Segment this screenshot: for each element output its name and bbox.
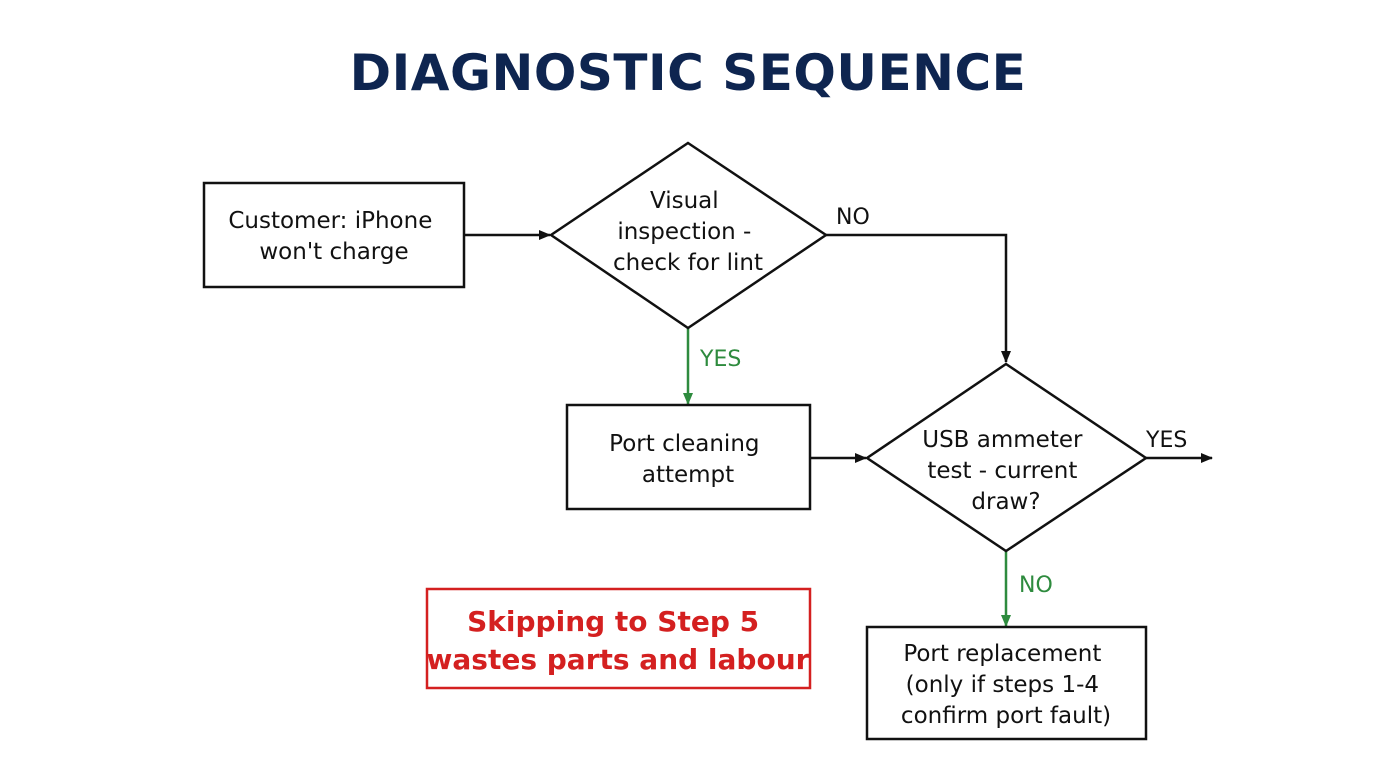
node-visual-line1: Visual bbox=[650, 188, 719, 214]
edge-label-ammeter-no: NO bbox=[1019, 573, 1053, 598]
edge-label-ammeter-yes: YES bbox=[1145, 428, 1187, 453]
svg-text:Port replacement (only i: Port replacement (only if steps 1-4 conf… bbox=[901, 641, 1111, 729]
node-start-line2: won't charge bbox=[259, 239, 408, 265]
page-title: DIAGNOSTIC SEQUENCE bbox=[349, 44, 1027, 102]
node-replacement-line2: (only if steps 1-4 bbox=[906, 672, 1099, 698]
node-start-line1: Customer: iPhone bbox=[228, 208, 432, 234]
svg-text:Skipping to Step 5 waste: Skipping to Step 5 wastes parts and labo… bbox=[427, 605, 810, 676]
warning-box: Skipping to Step 5 wastes parts and labo… bbox=[425, 587, 812, 690]
svg-text:Port cleaning attempt: Port cleaning attempt bbox=[609, 431, 767, 488]
node-usb-ammeter: USB ammeter test - current draw? bbox=[864, 362, 1149, 553]
node-start: Customer: iPhone won't charge bbox=[202, 181, 466, 289]
node-port-cleaning: Port cleaning attempt bbox=[565, 403, 812, 511]
edge-label-visual-no: NO bbox=[836, 205, 870, 230]
svg-text:Customer: iPhone won't c: Customer: iPhone won't charge bbox=[228, 208, 439, 265]
node-ammeter-line1: USB ammeter bbox=[922, 427, 1083, 453]
node-visual-line3: check for lint bbox=[613, 250, 763, 276]
warning-line2: wastes parts and labour bbox=[427, 643, 810, 676]
node-replacement-line3: confirm port fault) bbox=[901, 703, 1111, 729]
node-visual-line2: inspection - bbox=[617, 219, 751, 245]
connector-visual-no bbox=[826, 233, 1011, 363]
warning-line1: Skipping to Step 5 bbox=[467, 605, 759, 638]
node-cleaning-line1: Port cleaning bbox=[609, 431, 759, 457]
node-visual-inspection: Visual inspection - check for lint bbox=[548, 141, 829, 330]
node-ammeter-line2: test - current bbox=[927, 458, 1077, 484]
svg-text:USB ammeter test - curre: USB ammeter test - current draw? bbox=[922, 427, 1090, 515]
node-port-replacement: Port replacement (only if steps 1-4 conf… bbox=[865, 625, 1148, 741]
edge-label-visual-yes: YES bbox=[699, 347, 741, 372]
node-ammeter-line3: draw? bbox=[971, 489, 1040, 515]
node-replacement-line1: Port replacement bbox=[903, 641, 1101, 667]
svg-text:Visual inspection -: Visual inspection - check for lint bbox=[613, 188, 763, 276]
node-cleaning-line2: attempt bbox=[642, 462, 734, 488]
